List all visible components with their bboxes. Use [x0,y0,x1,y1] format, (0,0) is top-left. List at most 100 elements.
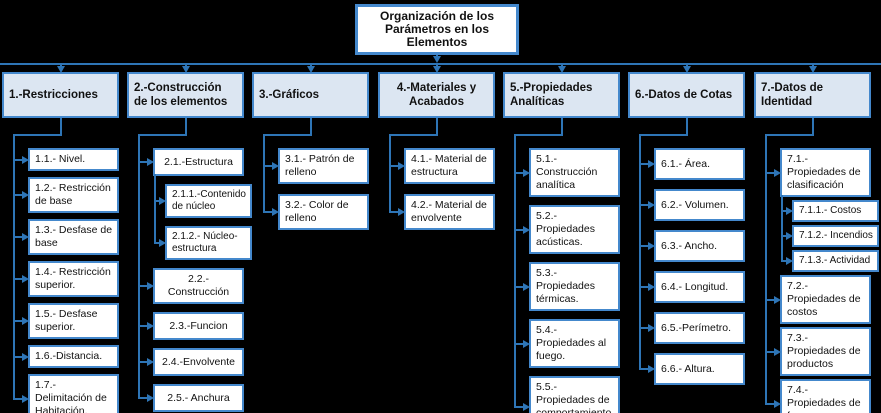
connector-line [514,229,523,231]
connector-line [389,211,398,213]
connector-arrow-right-icon [398,162,405,170]
connector-line [514,172,523,174]
connector-arrow-right-icon [22,395,29,403]
connector-line [154,200,159,202]
node-5-3: 5.3.-Propiedades térmicas. [529,262,620,311]
connector-arrow-right-icon [272,162,279,170]
connector-line [185,118,187,136]
connector-line [686,64,688,67]
connector-arrow-right-icon [786,232,793,240]
node-1-6: 1.6.-Distancia. [28,345,119,368]
connector-arrow-down-icon [57,66,65,73]
connector-line [514,286,523,288]
node-7-3: 7.3.-Propiedades de productos [780,327,871,376]
connector-line [0,63,881,65]
connector-arrow-right-icon [774,400,781,408]
node-2-1: 2.1.-Estructura [153,148,244,176]
node-6-3: 6.3.- Ancho. [654,230,745,262]
connector-arrow-right-icon [22,233,29,241]
connector-arrow-down-icon [683,66,691,73]
node-4-2: 4.2.- Material de envolvente [404,194,495,230]
node-3-2: 3.2.- Color de relleno [278,194,369,230]
connector-line [514,134,561,136]
node-6-4: 6.4.- Longitud. [654,271,745,303]
connector-arrow-down-icon [433,56,441,63]
connector-line [639,163,648,165]
connector-line [154,174,156,244]
connector-line [13,159,22,161]
node-4-1: 4.1.- Material de estructura [404,148,495,184]
connector-arrow-right-icon [523,169,530,177]
branch-children-propiedades-analiticas: 5.1.- Construcción analítica 5.2.-Propied… [503,148,620,413]
branch-propiedades-analiticas: 5.-Propiedades Analíticas 5.1.- Construcc… [503,72,620,413]
connector-line [263,211,272,213]
connector-line [13,134,60,136]
branch-children-materiales-acabados: 4.1.- Material de estructura 4.2.- Materi… [378,148,495,230]
connector-line [765,403,774,405]
node-1-7: 1.7.- Delimitación de Habitación. [28,374,119,413]
connector-arrow-right-icon [22,317,29,325]
connector-arrow-right-icon [272,208,279,216]
connector-arrow-right-icon [774,169,781,177]
connector-arrow-right-icon [648,160,655,168]
connector-line [13,278,22,280]
node-2-3: 2.3.-Funcion [153,312,244,340]
connector-line [812,118,814,136]
connector-arrow-down-icon [558,66,566,73]
connector-arrow-right-icon [147,394,154,402]
branch-children-datos-de-cotas: 6.1.- Área.6.2.- Volumen.6.3.- Ancho.6.4… [628,148,745,385]
connector-line [263,165,272,167]
connector-line [13,236,22,238]
connector-line [263,134,265,213]
connector-arrow-right-icon [159,197,166,205]
connector-arrow-right-icon [22,353,29,361]
connector-line [138,134,140,399]
node-2-2: 2.2.- Construcción [153,268,244,304]
connector-line [138,161,147,163]
connector-line [436,64,438,67]
connector-arrow-right-icon [398,208,405,216]
connector-arrow-right-icon [523,226,530,234]
connector-line [765,299,774,301]
connector-arrow-right-icon [648,283,655,291]
connector-line [13,320,22,322]
connector-line [781,260,786,262]
node-5-2: 5.2.-Propiedades acústicas. [529,205,620,254]
connector-line [561,118,563,136]
connector-line [13,194,22,196]
node-1-2: 1.2.- Restricción de base [28,177,119,213]
connector-arrow-right-icon [774,348,781,356]
connector-arrow-right-icon [147,282,154,290]
node-5-1: 5.1.- Construcción analítica [529,148,620,197]
node-3-1: 3.1.- Patrón de relleno [278,148,369,184]
connector-line [138,397,147,399]
connector-line [781,195,783,262]
node-1-1: 1.1.- Nivel. [28,148,119,171]
connector-line [13,134,15,400]
connector-line [138,325,147,327]
connector-line [561,64,563,67]
connector-arrow-right-icon [147,358,154,366]
node-2-1-2: 2.1.2.- Núcleo-estructura [165,226,252,260]
connector-line [13,398,22,400]
connector-arrow-right-icon [22,275,29,283]
branch-header-propiedades-analiticas: 5.-Propiedades Analíticas [503,72,620,118]
connector-arrow-right-icon [22,156,29,164]
node-6-1: 6.1.- Área. [654,148,745,180]
connector-arrow-right-icon [786,207,793,215]
node-5-4: 5.4.-Propiedades al fuego. [529,319,620,368]
connector-line [765,134,812,136]
connector-line [514,406,523,408]
connector-line [13,356,22,358]
connector-line [639,134,641,370]
node-1-4: 1.4.- Restricción superior. [28,261,119,297]
connector-arrow-right-icon [22,191,29,199]
connector-line [639,134,686,136]
